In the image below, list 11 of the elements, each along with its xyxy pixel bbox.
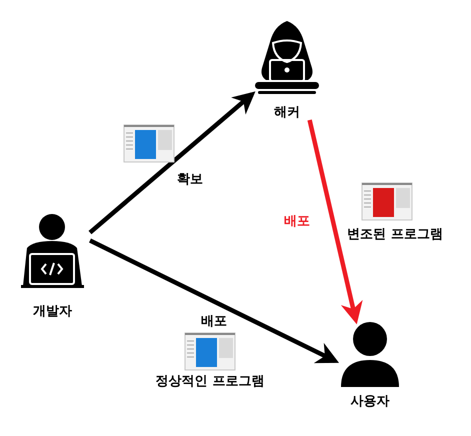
edge-label: 배포 (200, 314, 228, 330)
node-label: 개발자 (32, 303, 73, 320)
arrow (89, 238, 340, 364)
program-caption: 정상적인 프로그램 (154, 374, 266, 390)
edge-label: 확보 (176, 172, 204, 188)
node-label: 해커 (273, 104, 301, 121)
edge-label: 배포 (283, 214, 311, 230)
program-caption: 변조된 프로그램 (346, 227, 444, 243)
arrow (307, 120, 363, 324)
arrow (88, 91, 256, 234)
node-label: 사용자 (350, 393, 390, 410)
